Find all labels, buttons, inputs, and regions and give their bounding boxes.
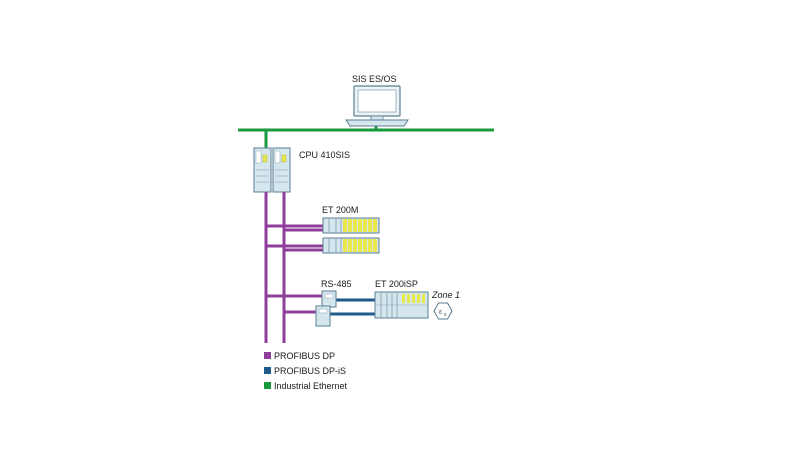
rs-485-label: RS-485 [321, 279, 352, 289]
et-200m-rack-2 [322, 237, 380, 254]
cpu-410sis-label: CPU 410SIS [299, 150, 350, 160]
legend-swatch-industrial-ethernet [264, 382, 271, 389]
svg-text:ε: ε [439, 309, 442, 316]
et-200isp-label: ET 200iSP [375, 279, 418, 289]
rs-485-repeaters [315, 290, 337, 327]
sis-es-os-label: SIS ES/OS [352, 74, 397, 84]
legend: PROFIBUS DP PROFIBUS DP-iS Industrial Et… [264, 351, 348, 391]
ex-hazard-icon: ε x [433, 302, 453, 320]
profibus-dp-is-lines [330, 298, 375, 316]
profibus-dp-lines [264, 192, 323, 343]
legend-label-profibus-dp-is: PROFIBUS DP-iS [274, 366, 346, 376]
legend-label-profibus-dp: PROFIBUS DP [274, 351, 335, 361]
legend-swatch-profibus-dp [264, 352, 271, 359]
legend-label-industrial-ethernet: Industrial Ethernet [274, 381, 348, 391]
zone-1-label: Zone 1 [431, 290, 460, 300]
cpu-410sis [253, 147, 291, 193]
svg-text:x: x [444, 312, 447, 318]
et-200m-label: ET 200M [322, 205, 358, 215]
et-200isp-station [374, 291, 429, 319]
et-200m-rack-1 [322, 217, 380, 234]
legend-swatch-profibus-dp-is [264, 367, 271, 374]
sis-es-os-workstation [345, 85, 409, 127]
